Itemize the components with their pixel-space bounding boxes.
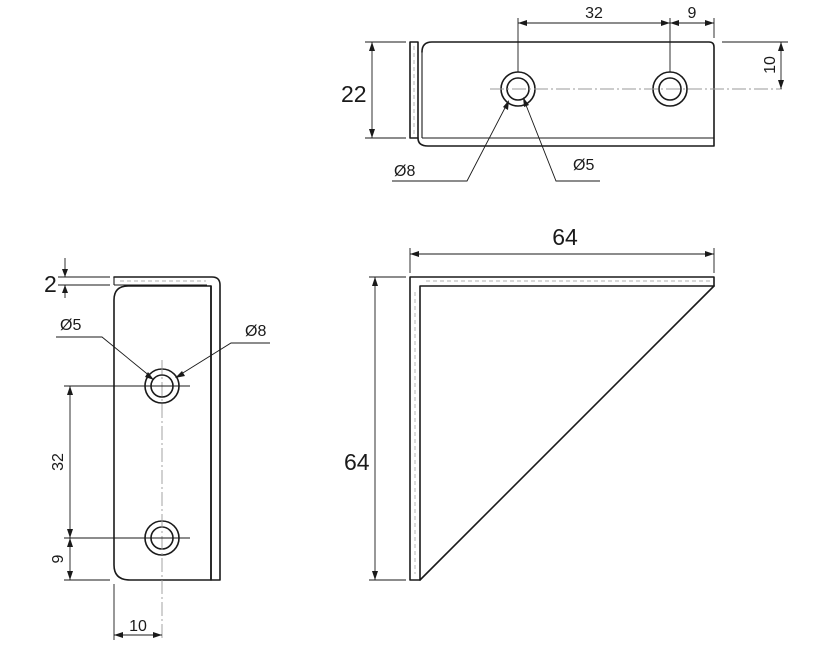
side-dia8-leader <box>177 342 270 377</box>
top-view-plate <box>417 41 715 147</box>
front-dim-64h-label: 64 <box>552 224 578 250</box>
dim-arrow <box>503 100 509 110</box>
top-view-hole-right-inner <box>658 77 682 101</box>
dim-arrow <box>62 285 68 293</box>
dim-arrow <box>372 571 378 580</box>
dim-arrow <box>145 372 154 380</box>
dim-arrow <box>523 97 529 107</box>
dim-arrow <box>372 277 378 286</box>
front-dim-64v-label: 64 <box>344 449 370 475</box>
top-view: 32 9 10 22 Ø8 Ø5 <box>341 5 788 182</box>
dim-arrow <box>67 538 73 547</box>
side-view-plate <box>113 285 212 581</box>
top-dim-22-label: 22 <box>341 81 367 107</box>
side-view: 2 Ø5 Ø8 32 9 10 <box>44 258 270 640</box>
front-view-gusset <box>419 285 715 581</box>
dim-arrow <box>705 20 714 26</box>
dim-arrow <box>369 129 375 138</box>
front-view: 64 64 <box>344 224 715 581</box>
dim-arrow <box>175 371 185 378</box>
side-dim-2-label: 2 <box>44 271 57 297</box>
top-dim-10-label: 10 <box>762 56 779 74</box>
top-dim-9-label: 9 <box>688 5 697 22</box>
top-dia8-leader <box>392 103 508 182</box>
front-view-profile <box>409 276 715 581</box>
dim-arrow <box>410 251 419 257</box>
side-dia8-label: Ø8 <box>245 323 266 340</box>
dim-arrow <box>67 571 73 580</box>
dim-arrow <box>705 251 714 257</box>
side-dim-32-label: 32 <box>50 453 67 471</box>
top-dia5-leader <box>523 99 600 182</box>
side-view-flange <box>113 276 221 581</box>
dim-arrow <box>778 80 784 89</box>
dim-arrow <box>67 386 73 395</box>
dim-arrow <box>153 632 162 638</box>
top-dim-32-label: 32 <box>585 5 603 22</box>
dim-arrow <box>114 632 123 638</box>
dim-arrow <box>62 269 68 277</box>
dim-arrow <box>518 20 527 26</box>
dim-arrow <box>670 20 679 26</box>
top-dia8-label: Ø8 <box>394 163 415 180</box>
dim-arrow <box>661 20 670 26</box>
side-dim-10-label: 10 <box>129 618 147 635</box>
dim-arrow <box>369 42 375 51</box>
side-dia5-label: Ø5 <box>60 317 81 334</box>
top-dia5-label: Ø5 <box>573 157 594 174</box>
dim-arrow <box>778 42 784 51</box>
side-dim-9-label: 9 <box>50 554 67 563</box>
side-dia5-leader <box>56 336 152 378</box>
dim-arrow <box>67 529 73 538</box>
